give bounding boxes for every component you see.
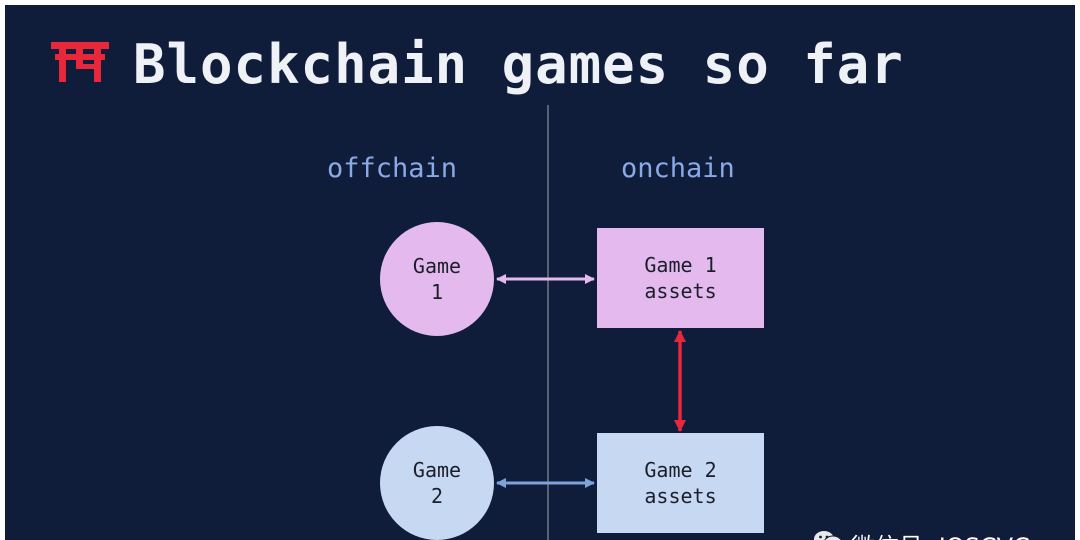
slide: Blockchain games so far offchain onchain… <box>5 5 1075 540</box>
watermark-text: 微信号: JOSCVC <box>851 527 1030 540</box>
game-2-assets-line1: Game 2 <box>644 458 717 482</box>
wechat-icon <box>814 531 842 540</box>
game-2-node: Game 2 <box>380 426 494 540</box>
game-1-assets-node: Game 1 assets <box>597 228 764 328</box>
game-2-assets-node: Game 2 assets <box>597 433 764 533</box>
offchain-onchain-divider <box>547 105 549 540</box>
offchain-label: offchain <box>327 153 458 184</box>
game-1-node: Game 1 <box>380 222 494 336</box>
connector-arrows <box>496 274 686 488</box>
game-2-assets-line2: assets <box>644 484 717 508</box>
game-1-assets-line2: assets <box>644 279 717 303</box>
game-2-line1: Game <box>412 458 462 482</box>
slide-title: Blockchain games so far <box>133 33 904 96</box>
game-1-assets-line1: Game 1 <box>644 253 717 277</box>
game-1-line2: 1 <box>430 280 444 304</box>
game-1-line1: Game <box>412 254 462 278</box>
game-2-line2: 2 <box>430 484 444 508</box>
onchain-label: onchain <box>621 153 735 184</box>
torii-gate-logo-icon <box>51 42 109 82</box>
